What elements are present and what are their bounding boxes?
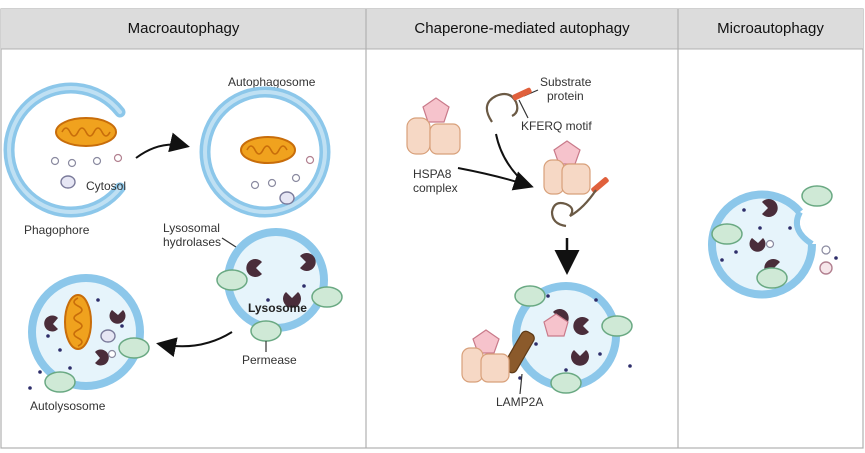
vesicle-icon xyxy=(113,153,123,163)
vesicle-icon xyxy=(250,180,260,190)
hydrolase-icon xyxy=(762,198,778,217)
hydrolase-icon xyxy=(109,310,126,324)
dot-icon xyxy=(594,298,598,302)
dot-icon xyxy=(598,352,602,356)
kferq-pointer xyxy=(518,99,529,119)
vesicle-icon xyxy=(765,239,775,249)
vesicle-icon xyxy=(67,158,77,168)
dot-icon xyxy=(628,364,632,368)
dot-icon xyxy=(834,256,838,260)
autophagosome-membrane-highlight xyxy=(203,90,327,214)
organelle-icon xyxy=(279,191,295,205)
vesicle-icon xyxy=(92,156,102,166)
arrow-hspa8-binding xyxy=(457,167,534,191)
hydrolase-icon xyxy=(571,350,589,366)
hspa8-complex-label-2: complex xyxy=(413,181,458,195)
dot-icon xyxy=(68,366,72,370)
lysosome-label: Lysosome xyxy=(248,301,307,315)
bound-complex-icon xyxy=(543,140,591,195)
substrate-protein-icon xyxy=(550,189,597,228)
panel-title-macroautophagy: Macroautophagy xyxy=(127,20,240,37)
phagophore-label: Phagophore xyxy=(24,223,90,237)
panel-title-cma: Chaperone-mediated autophagy xyxy=(414,20,630,37)
mitochondrion-icon xyxy=(55,117,117,147)
lamp2a-pointer xyxy=(519,373,523,395)
vesicle-icon xyxy=(291,173,301,183)
panel-title-microautophagy: Microautophagy xyxy=(717,20,824,37)
dot-icon xyxy=(564,368,568,372)
hydrolase-icon xyxy=(44,315,58,332)
permease-icon xyxy=(756,267,788,289)
substrate-protein-icon xyxy=(485,92,519,123)
permease-icon xyxy=(550,372,582,394)
dot-icon xyxy=(742,208,746,212)
kferq-motif-icon xyxy=(512,87,532,101)
dot-icon xyxy=(120,324,124,328)
permease-icon xyxy=(311,286,343,308)
hspa8-complex-label-1: HSPA8 xyxy=(413,167,452,181)
substrate-protein-label-2: protein xyxy=(547,89,584,103)
dot-icon xyxy=(58,348,62,352)
hydrolase-icon xyxy=(282,292,301,308)
permease-icon xyxy=(216,269,248,291)
hydrolase-icon xyxy=(95,349,109,366)
autophagosome-label: Autophagosome xyxy=(228,75,316,89)
permease-icon xyxy=(514,285,546,307)
hydrolase-icon xyxy=(246,259,262,277)
docked-complex-icon xyxy=(461,329,510,383)
hspa8-complex-icon xyxy=(406,97,461,155)
kferq-motif-icon xyxy=(591,177,609,193)
organelle-icon xyxy=(819,261,833,275)
permease-label: Permease xyxy=(242,353,297,367)
vesicle-icon xyxy=(50,156,60,166)
dot-icon xyxy=(28,386,32,390)
internalized-hsp-icon xyxy=(543,313,569,337)
dot-icon xyxy=(546,294,550,298)
mitochondrion-icon xyxy=(64,294,92,350)
dot-icon xyxy=(96,298,100,302)
arrow-to-autophagosome xyxy=(135,132,190,159)
invagination-icon xyxy=(794,210,814,247)
permease-icon xyxy=(44,371,76,393)
header-bar xyxy=(1,9,863,49)
permease-icon xyxy=(118,337,150,359)
permease-icon xyxy=(250,320,282,342)
vesicle-icon xyxy=(305,155,315,165)
dot-icon xyxy=(302,284,306,288)
vesicle-icon xyxy=(107,349,117,359)
organelle-icon xyxy=(100,329,116,343)
dot-icon xyxy=(734,250,738,254)
kferq-motif-label: KFERQ motif xyxy=(521,119,592,133)
dot-icon xyxy=(788,226,792,230)
dot-icon xyxy=(518,376,522,380)
arrow-to-autolysosome xyxy=(156,331,233,357)
dot-icon xyxy=(720,258,724,262)
hydrolase-icon xyxy=(573,317,589,335)
arrow-substrate-binding xyxy=(495,133,529,187)
lysosomal-hydrolases-label-1: Lysosomal xyxy=(163,221,220,235)
autolysosome-label: Autolysosome xyxy=(30,399,106,413)
hydrolase-icon xyxy=(749,238,766,252)
permease-icon xyxy=(711,223,743,245)
mitochondrion-icon xyxy=(240,136,296,164)
dot-icon xyxy=(758,226,762,230)
permease-icon xyxy=(601,315,633,337)
dot-icon xyxy=(534,342,538,346)
dot-icon xyxy=(46,334,50,338)
phagophore-membrane-highlight xyxy=(7,86,122,214)
vesicle-icon xyxy=(267,178,277,188)
lysosomal-hydrolases-label-2: hydrolases xyxy=(163,235,221,249)
lamp2a-label: LAMP2A xyxy=(496,395,543,409)
dot-icon xyxy=(266,298,270,302)
dot-icon xyxy=(38,370,42,374)
permease-icon xyxy=(801,185,833,207)
hydrolase-icon xyxy=(300,253,316,271)
vesicle-icon xyxy=(821,245,831,255)
cytosol-label: Cytosol xyxy=(86,179,126,193)
organelle-icon xyxy=(60,175,76,189)
substrate-protein-label-1: Substrate xyxy=(540,75,592,89)
